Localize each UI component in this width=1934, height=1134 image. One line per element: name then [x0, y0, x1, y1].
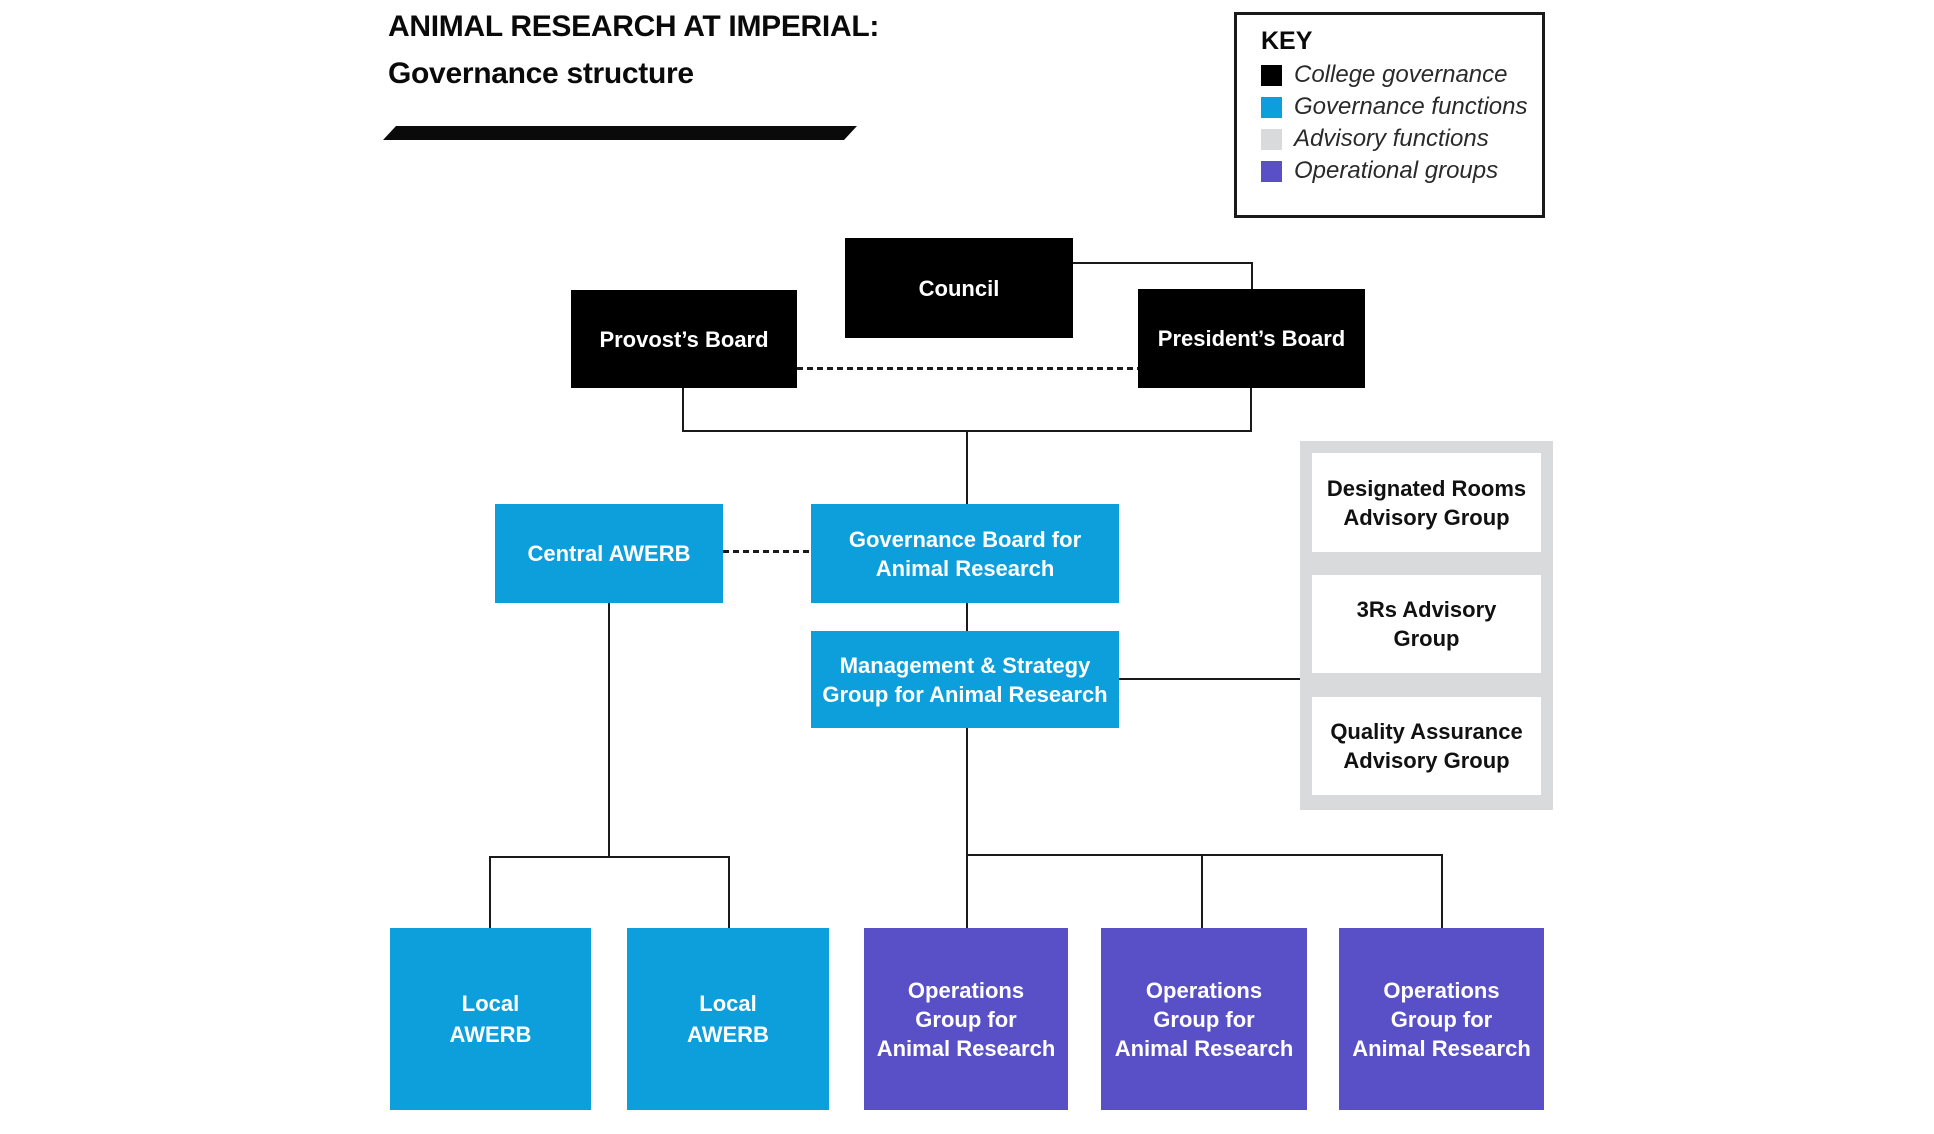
connector-central-awerb-down	[608, 603, 610, 858]
connector-local-awerb-2-drop	[728, 856, 730, 930]
connector-local-awerb-1-drop	[489, 856, 491, 930]
college-governance-swatch	[1261, 64, 1282, 86]
legend-item-operational-groups: Operational groups	[1261, 157, 1542, 184]
node-operations-group-3: Operations Group for Animal Research	[1339, 928, 1544, 1110]
legend-item-governance-functions: Governance functions	[1261, 93, 1542, 120]
node-management-strategy-group: Management & Strategy Group for Animal R…	[811, 631, 1119, 728]
node-local-awerb-1: Local AWERB	[390, 928, 591, 1110]
legend-key-box: KEY College governance Governance functi…	[1234, 12, 1545, 218]
legend-item-college-governance: College governance	[1261, 61, 1542, 88]
legend-label: Operational groups	[1294, 157, 1499, 184]
connector-operations-tee	[966, 854, 1443, 856]
legend-item-advisory-functions: Advisory functions	[1261, 125, 1542, 152]
advisory-functions-swatch	[1261, 128, 1282, 150]
connector-local-awerb-tee	[489, 856, 730, 858]
legend-heading: KEY	[1261, 27, 1313, 55]
operational-groups-swatch	[1261, 160, 1282, 182]
connector-central-awerb-governance-dashed	[723, 550, 811, 553]
governance-functions-swatch	[1261, 96, 1282, 118]
node-3rs-advisory-group: 3Rs Advisory Group	[1312, 575, 1541, 673]
connector-provost-president-dashed	[797, 367, 1138, 370]
connector-council-president-vertical	[1251, 262, 1253, 290]
legend-label: Governance functions	[1294, 93, 1528, 120]
node-operations-group-1: Operations Group for Animal Research	[864, 928, 1068, 1110]
node-quality-assurance-advisory-group: Quality Assurance Advisory Group	[1312, 697, 1541, 795]
node-designated-rooms-advisory-group: Designated Rooms Advisory Group	[1312, 453, 1541, 552]
connector-management-to-operations	[966, 728, 968, 930]
title-underline-bar	[383, 126, 857, 140]
node-local-awerb-2: Local AWERB	[627, 928, 829, 1110]
connector-president-down	[1250, 388, 1252, 432]
connector-council-president-horizontal	[1073, 262, 1253, 264]
node-central-awerb: Central AWERB	[495, 504, 723, 603]
page-title-line-1: ANIMAL RESEARCH AT IMPERIAL:	[388, 10, 880, 43]
connector-management-to-advisory	[1119, 678, 1300, 680]
connector-boards-to-governance-board	[966, 430, 968, 506]
connector-provost-down	[682, 388, 684, 432]
page-title-line-2: Governance structure	[388, 57, 694, 90]
legend-label: Advisory functions	[1294, 125, 1489, 152]
connector-operations-2-drop	[1201, 854, 1203, 930]
node-presidents-board: President’s Board	[1138, 289, 1365, 388]
advisory-groups-panel: Designated Rooms Advisory Group 3Rs Advi…	[1300, 441, 1553, 810]
node-operations-group-2: Operations Group for Animal Research	[1101, 928, 1307, 1110]
connector-governance-to-management	[966, 603, 968, 633]
node-provosts-board: Provost’s Board	[571, 290, 797, 388]
node-governance-board-animal-research: Governance Board for Animal Research	[811, 504, 1119, 603]
node-council: Council	[845, 238, 1073, 338]
connector-operations-3-drop	[1441, 854, 1443, 930]
legend-label: College governance	[1294, 61, 1508, 88]
